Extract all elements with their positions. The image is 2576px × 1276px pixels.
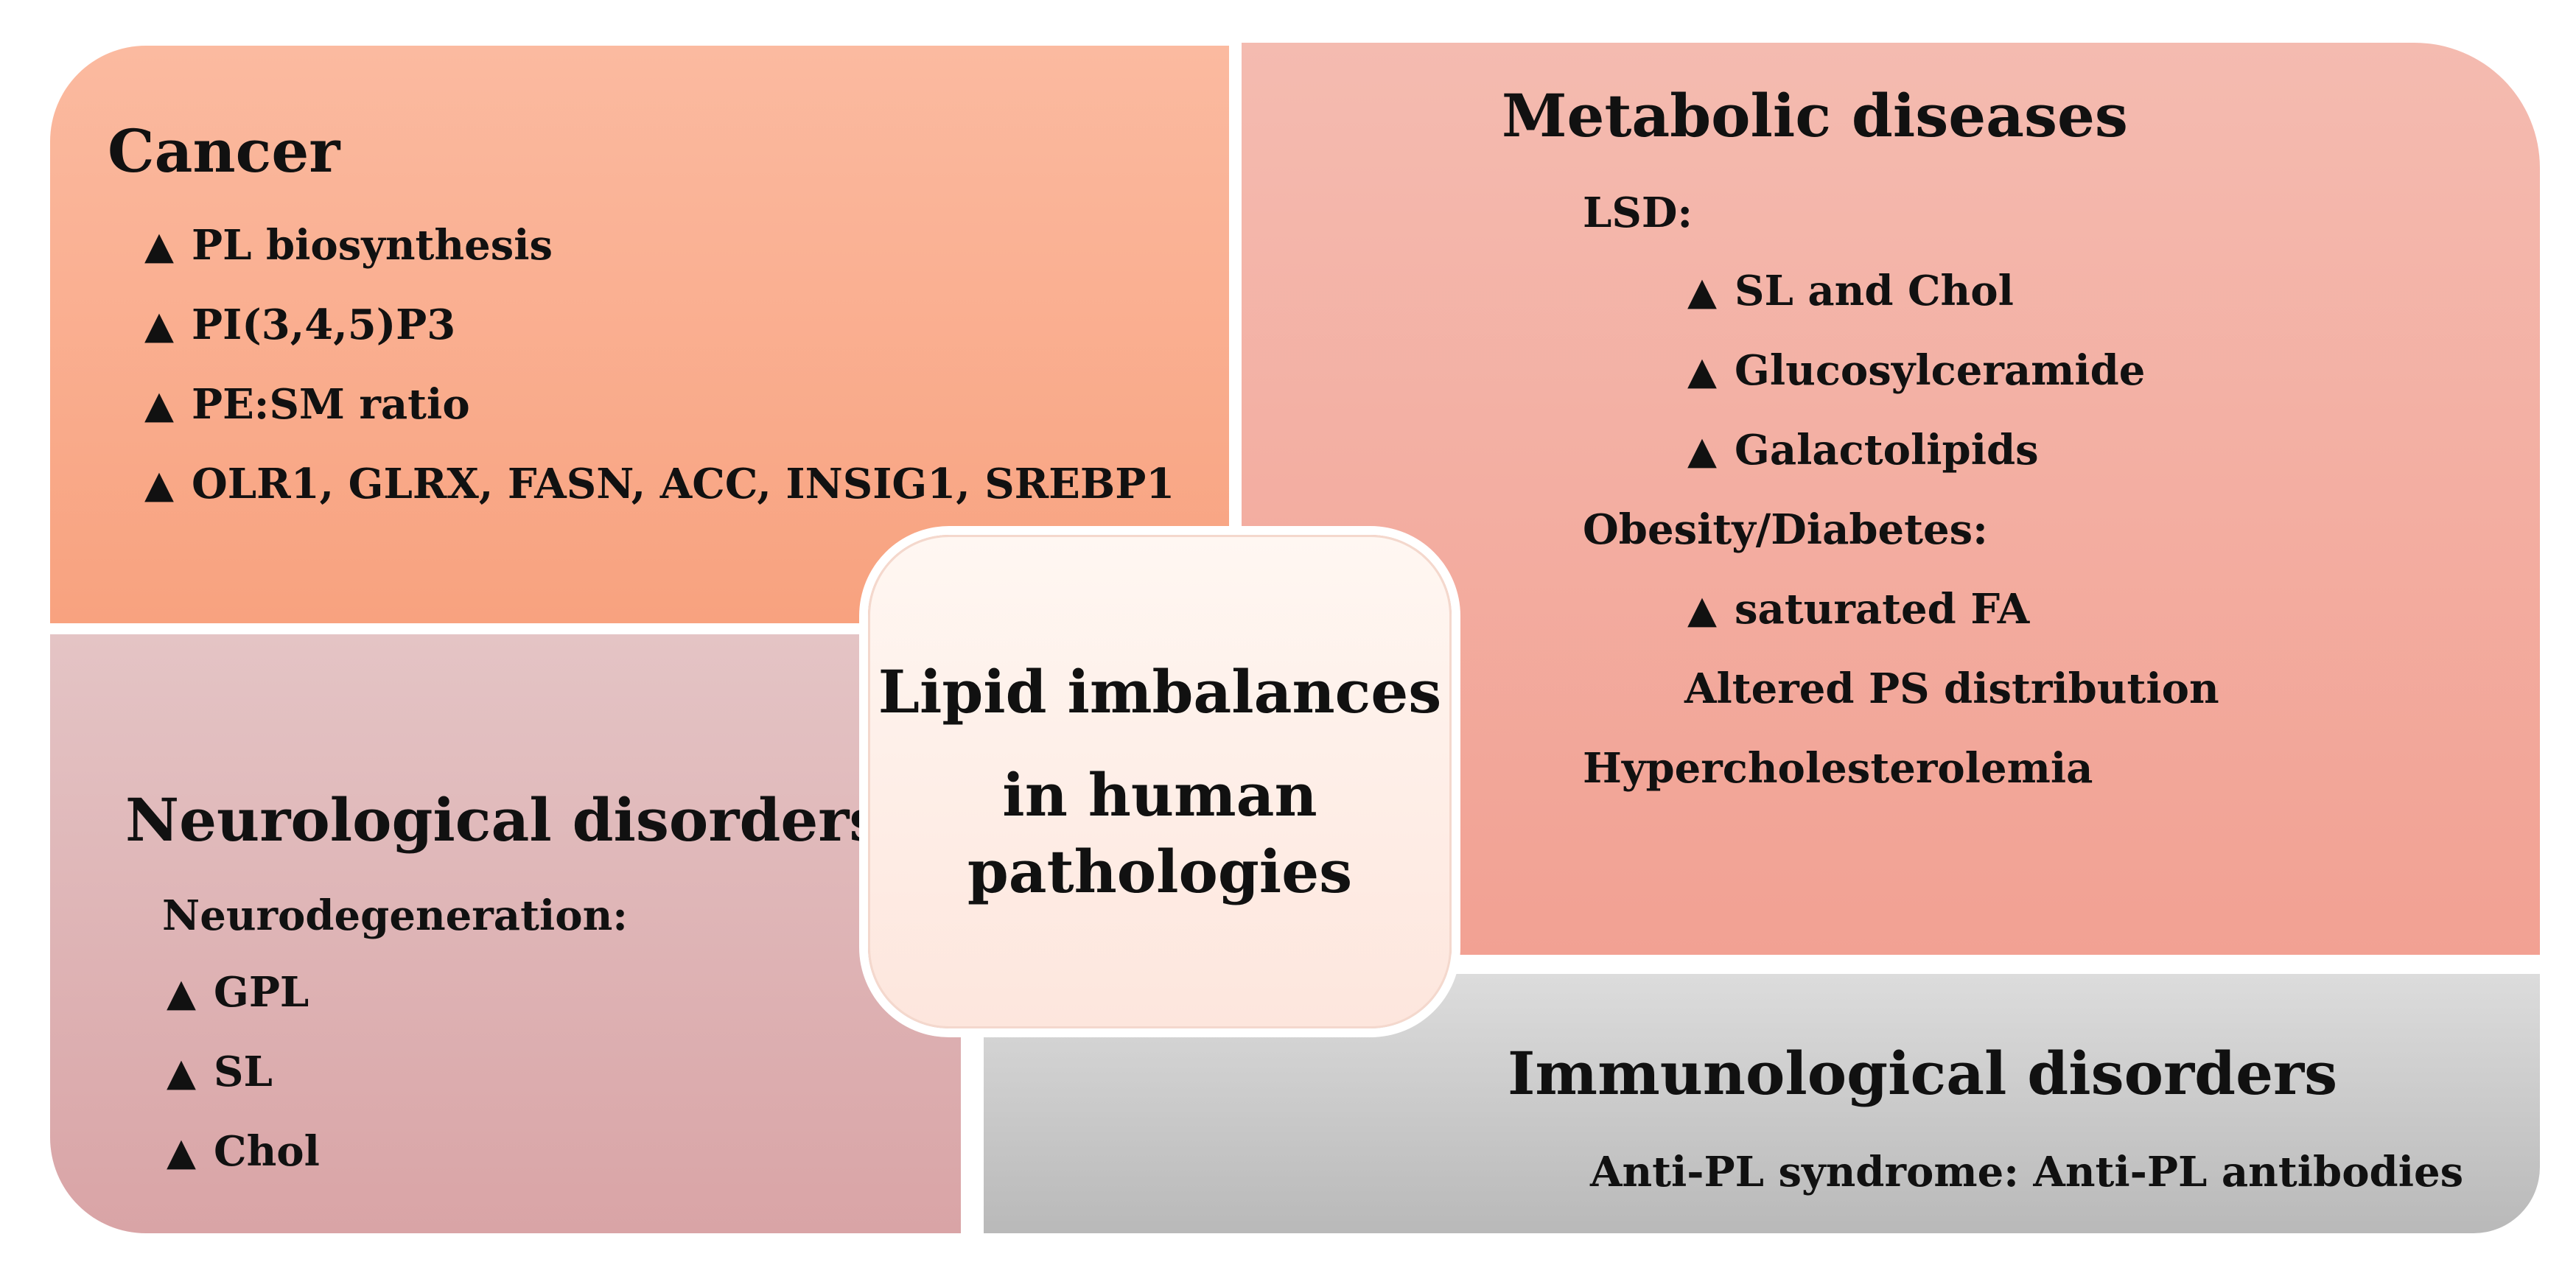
cancer-title: Cancer — [108, 116, 340, 186]
neuro-item: ▲ GPL — [167, 968, 309, 1017]
neuro-item-label: GPL — [214, 968, 309, 1017]
anti-pl-syndrome-label: Anti-PL syndrome: Anti-PL antibodies — [1590, 1148, 2464, 1196]
lsd-item: ▲ SL and Chol — [1687, 267, 2014, 315]
cancer-panel — [50, 46, 1229, 623]
up-triangle-icon: ▲ — [144, 222, 174, 268]
metabolic-title: Metabolic diseases — [1502, 81, 2128, 150]
up-triangle-icon: ▲ — [1687, 348, 1717, 393]
cancer-item-label: PE:SM ratio — [192, 380, 470, 429]
cancer-item: ▲ OLR1, GLRX, FASN, ACC, INSIG1, SREBP1 — [144, 460, 1175, 508]
cancer-item: ▲ PL biosynthesis — [144, 221, 553, 270]
cancer-item-label: PI(3,4,5)P3 — [192, 301, 456, 349]
up-triangle-icon: ▲ — [167, 1129, 196, 1174]
center-title-line-3: pathologies — [967, 837, 1353, 906]
lsd-item-label: Galactolipids — [1735, 426, 2039, 474]
immunological-title: Immunological disorders — [1508, 1039, 2338, 1108]
lsd-item: ▲ Galactolipids — [1687, 426, 2039, 474]
neurodegeneration-label: Neurodegeneration: — [162, 891, 628, 940]
obesity-item: ▲ saturated FA — [1687, 585, 2029, 634]
cancer-item-label: OLR1, GLRX, FASN, ACC, INSIG1, SREBP1 — [192, 460, 1175, 508]
neuro-item-label: Chol — [214, 1127, 320, 1176]
obesity-note: Altered PS distribution — [1684, 665, 2219, 713]
center-title-line-2: in human — [1002, 760, 1317, 830]
neurological-title: Neurological disorders — [125, 785, 883, 855]
lsd-item-label: SL and Chol — [1735, 267, 2014, 315]
cancer-item-label: PL biosynthesis — [192, 221, 553, 270]
cancer-item: ▲ PI(3,4,5)P3 — [144, 301, 455, 349]
up-triangle-icon: ▲ — [1687, 427, 1717, 473]
metabolic-panel — [1242, 43, 2540, 955]
lsd-item: ▲ Glucosylceramide — [1687, 346, 2145, 395]
cancer-item: ▲ PE:SM ratio — [144, 380, 470, 429]
center-box: Lipid imbalances in human pathologies — [868, 535, 1452, 1028]
up-triangle-icon: ▲ — [144, 302, 174, 348]
neuro-item: ▲ SL — [167, 1048, 273, 1096]
up-triangle-icon: ▲ — [144, 461, 174, 507]
up-triangle-icon: ▲ — [167, 1049, 196, 1095]
obesity-item-label: saturated FA — [1735, 585, 2030, 634]
lsd-label: LSD: — [1583, 189, 1693, 237]
center-title-line-1: Lipid imbalances — [878, 657, 1442, 726]
neurological-panel — [50, 634, 961, 1233]
hypercholesterolemia-label: Hypercholesterolemia — [1583, 744, 2093, 793]
obesity-label: Obesity/Diabetes: — [1583, 505, 1988, 554]
up-triangle-icon: ▲ — [144, 382, 174, 427]
lsd-item-label: Glucosylceramide — [1735, 346, 2146, 395]
neuro-item-label: SL — [214, 1048, 273, 1096]
up-triangle-icon: ▲ — [167, 970, 196, 1015]
up-triangle-icon: ▲ — [1687, 586, 1717, 632]
neuro-item: ▲ Chol — [167, 1127, 320, 1176]
up-triangle-icon: ▲ — [1687, 268, 1717, 314]
